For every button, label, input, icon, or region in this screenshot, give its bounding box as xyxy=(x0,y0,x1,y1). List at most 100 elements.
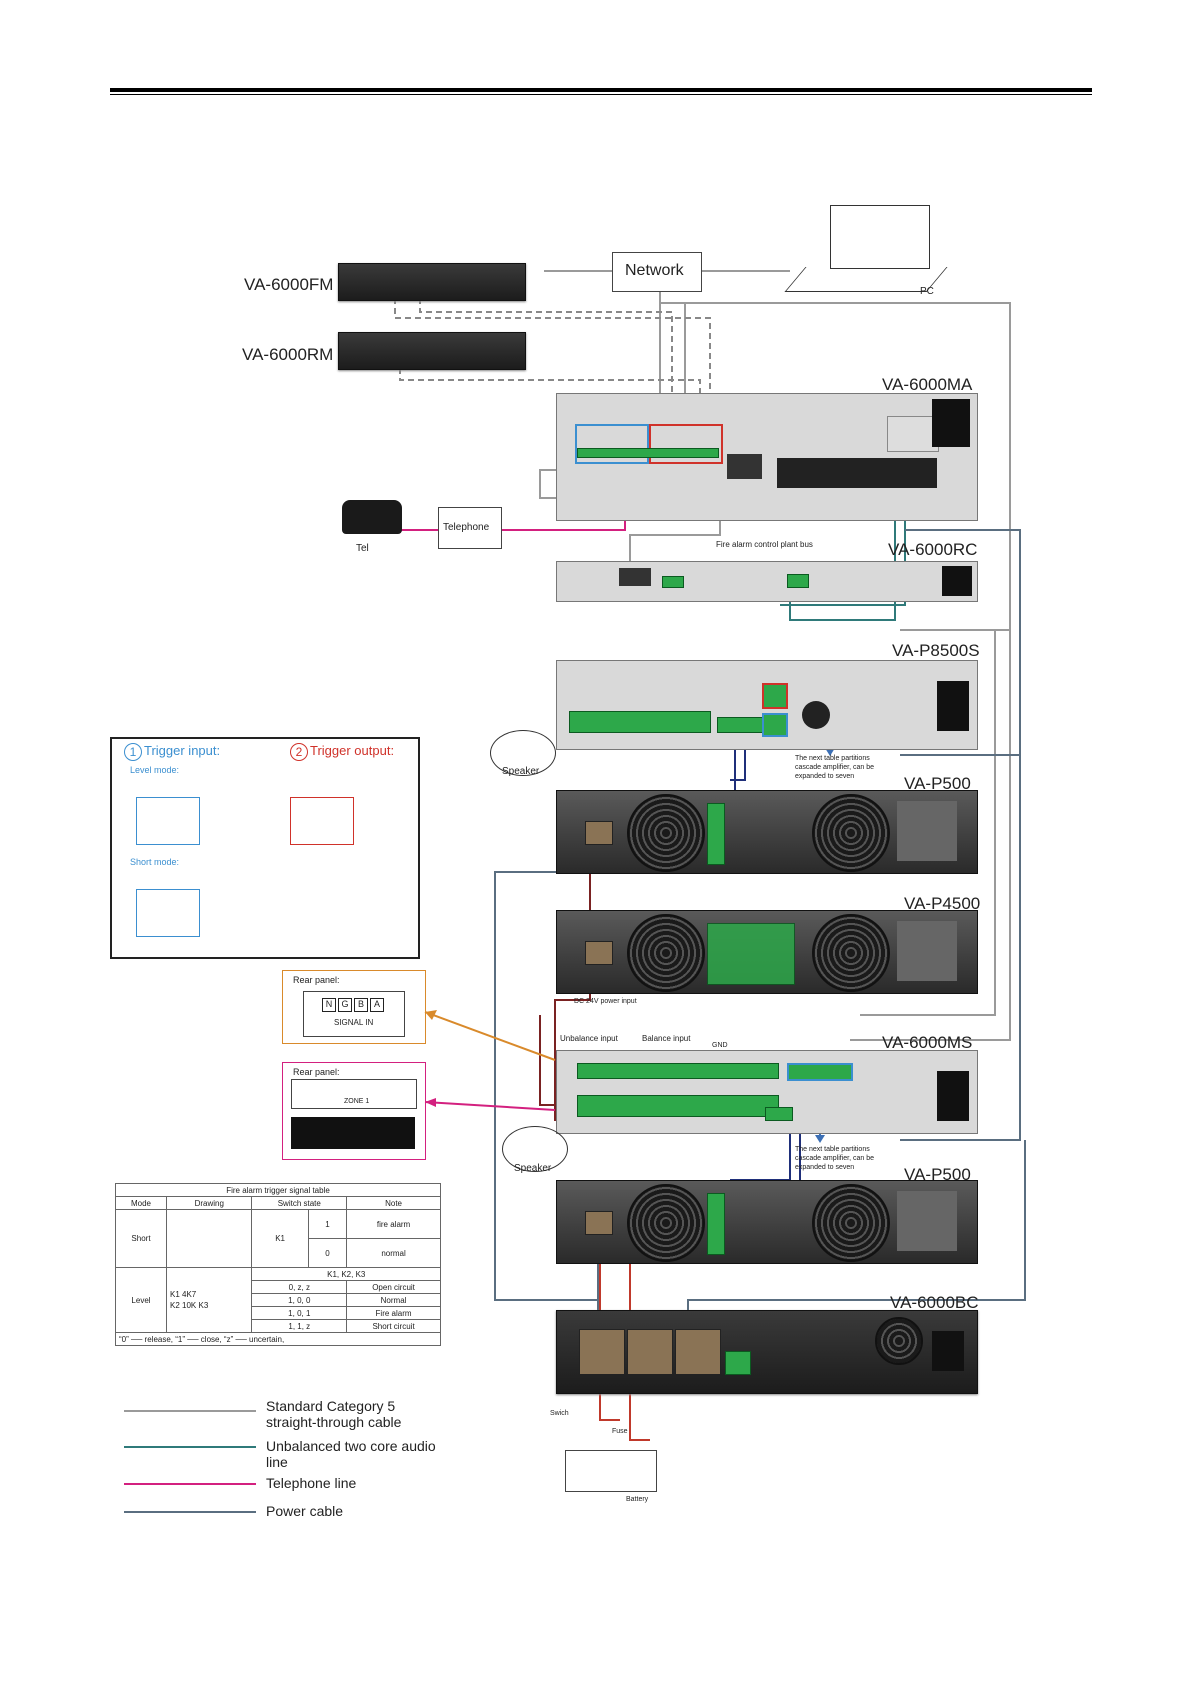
fan-icon xyxy=(627,1184,705,1262)
device-rc xyxy=(556,561,978,602)
fan-icon xyxy=(875,1317,923,1365)
legend-cat5: Standard Category 5 straight-through cab… xyxy=(266,1398,402,1430)
network-label: Network xyxy=(625,262,684,279)
fan-icon xyxy=(812,914,890,992)
zone-label: ZONE 1 xyxy=(344,1098,370,1105)
legend-audio: Unbalanced two core audio line xyxy=(266,1438,436,1470)
pin-b: B xyxy=(354,998,368,1012)
pc-screen xyxy=(830,205,930,269)
legend-telephone: Telephone line xyxy=(266,1475,357,1491)
unbalance-label: Unbalance input xyxy=(560,1034,618,1043)
signal-in-label: SIGNAL IN xyxy=(334,1018,374,1027)
pin-g: G xyxy=(338,998,352,1012)
fan-icon xyxy=(627,914,705,992)
speaker-icon-2 xyxy=(502,1126,568,1172)
device-label-ma: VA-6000MA xyxy=(882,375,973,394)
fan-icon xyxy=(812,1184,890,1262)
zone-terminal xyxy=(291,1117,415,1149)
trigger-output-title: Trigger output: xyxy=(310,743,395,758)
legend-line-audio xyxy=(124,1446,256,1448)
speaker1-label: Speaker xyxy=(502,766,540,777)
short-mode-label: Short mode: xyxy=(130,857,180,867)
speaker-icon-1 xyxy=(490,730,556,776)
device-p500b xyxy=(556,1180,978,1264)
ma-trigger-input xyxy=(575,424,649,464)
device-label-rm: VA-6000RM xyxy=(242,345,334,364)
gnd-label: GND xyxy=(712,1042,728,1049)
table-row: Level K1 4K7 K2 10K K3 K1, K2, K3 xyxy=(115,1267,441,1333)
fire-table-footnote: “0” ── release, “1” ── close, “z” ── unc… xyxy=(115,1332,441,1346)
speaker2-label: Speaker xyxy=(514,1163,552,1174)
dc24-label: DC 24V power input xyxy=(574,998,637,1005)
rear-panel-signal: Rear panel: N G B A SIGNAL IN xyxy=(282,970,426,1044)
table-row: 0 normal xyxy=(116,1238,441,1268)
device-label-ms: VA-6000MS xyxy=(882,1033,973,1052)
trigger-panel: 1 Trigger input: 2 Trigger output: Level… xyxy=(110,737,420,959)
fuse-label: Fuse xyxy=(612,1428,628,1435)
top-rule xyxy=(110,88,1092,92)
ma-trigger-output xyxy=(649,424,723,464)
table-row: Short K1 1 fire alarm xyxy=(115,1209,441,1268)
device-label-p500b: VA-P500 xyxy=(904,1165,971,1184)
device-p8500s xyxy=(556,660,978,750)
fan-icon xyxy=(812,794,890,872)
rc-power-socket xyxy=(942,566,972,596)
cascade-note-1: The next table partitions cascade amplif… xyxy=(795,755,874,780)
fire-bus-label: Fire alarm control plant bus xyxy=(716,540,813,549)
battery-icon xyxy=(565,1450,657,1492)
pin-a: A xyxy=(370,998,384,1012)
telephone-icon xyxy=(342,500,402,534)
network-box: Network xyxy=(612,252,702,292)
trigger-output-num: 2 xyxy=(290,743,308,761)
legend-line-telephone xyxy=(124,1483,256,1485)
arrow-rear2 xyxy=(424,1101,556,1111)
fire-table-title: Fire alarm trigger signal table xyxy=(115,1183,441,1197)
p8500s-power-socket xyxy=(937,681,969,731)
cable-to-ms xyxy=(850,630,1011,1041)
fire-alarm-table: Fire alarm trigger signal table Mode Dra… xyxy=(115,1183,441,1346)
arrow-rear1 xyxy=(424,1011,556,1061)
bc-power-socket xyxy=(932,1331,964,1371)
pin-n: N xyxy=(322,998,336,1012)
device-rm xyxy=(338,332,526,370)
rear1-title: Rear panel: xyxy=(293,975,340,985)
device-p4500 xyxy=(556,910,978,994)
cable-network-p8500s xyxy=(660,302,1011,631)
trigger-input-title: Trigger input: xyxy=(144,743,221,758)
rear-panel-zone: Rear panel: ZONE 1 xyxy=(282,1062,426,1160)
device-ma xyxy=(556,393,978,521)
rear2-title: Rear panel: xyxy=(293,1067,340,1077)
pc-label: PC xyxy=(920,286,934,297)
device-label-rc: VA-6000RC xyxy=(888,540,978,559)
input-terminal-short xyxy=(136,889,200,937)
legend-line-power xyxy=(124,1511,256,1513)
device-label-p4500: VA-P4500 xyxy=(904,894,981,913)
legend-line-cat5 xyxy=(124,1410,256,1412)
device-label-p500a: VA-P500 xyxy=(904,774,971,793)
tel-label: Tel xyxy=(356,543,369,554)
cascade-note-2: The next table partitions cascade amplif… xyxy=(795,1146,874,1171)
trigger-input-num: 1 xyxy=(124,743,142,761)
ms-power-socket xyxy=(937,1071,969,1121)
device-label-p8500s: VA-P8500S xyxy=(892,641,980,660)
device-bc xyxy=(556,1310,978,1394)
legend-power: Power cable xyxy=(266,1503,344,1519)
telephone-label: Telephone xyxy=(443,522,490,533)
output-terminal xyxy=(290,797,354,845)
fan-icon xyxy=(627,794,705,872)
input-terminal-level xyxy=(136,797,200,845)
balance-label: Balance input xyxy=(642,1034,691,1043)
telephone-box: Telephone xyxy=(438,507,502,549)
battery-label: Battery xyxy=(626,1496,649,1503)
device-fm xyxy=(338,263,526,301)
device-p500a xyxy=(556,790,978,874)
top-rule-thin xyxy=(110,94,1092,95)
device-label-fm: VA-6000FM xyxy=(244,275,334,294)
power-ma-p8500s xyxy=(900,529,1021,756)
level-mode-label: Level mode: xyxy=(130,765,180,775)
device-ms xyxy=(556,1050,978,1134)
device-label-bc: VA-6000BC xyxy=(890,1293,979,1312)
ma-power-socket xyxy=(932,399,970,447)
